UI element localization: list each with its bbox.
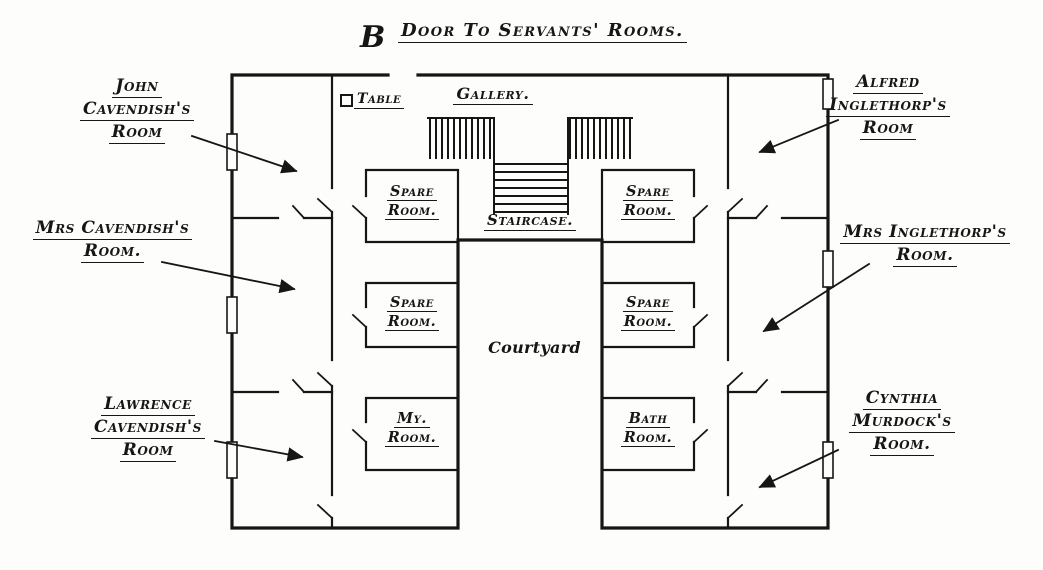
label-line: Door To Servants' Rooms. xyxy=(398,21,687,43)
window-icon xyxy=(226,296,238,334)
arrow-mrs-inglethorp-room xyxy=(762,262,871,333)
room-door-swing-marks xyxy=(351,204,709,444)
label-line: Alfred xyxy=(853,73,923,94)
label-bath-room: Bath Room. xyxy=(604,411,692,449)
label-line: Room. xyxy=(620,203,676,221)
arrow-mrs-cavendish-room xyxy=(160,260,296,294)
label-line: Room xyxy=(119,441,177,462)
label-mrs-inglethorp-room: Mrs Inglethorp's Room. xyxy=(827,223,1023,270)
table-square xyxy=(340,94,353,107)
label-line: Spare xyxy=(623,295,673,313)
window-icon xyxy=(822,441,834,479)
right-wing-room-boxes xyxy=(600,168,696,472)
label-line: Room. xyxy=(80,242,145,263)
corridor-walls xyxy=(330,73,730,530)
label-line: Table xyxy=(354,92,405,109)
building-outline xyxy=(230,73,830,530)
window-icon xyxy=(822,250,834,288)
label-line: Room xyxy=(108,123,166,144)
label-line: Room xyxy=(859,119,917,140)
label-line: Bath xyxy=(625,411,671,429)
staircase-steps xyxy=(493,117,569,215)
label-spare-room-left-2: Spare Room. xyxy=(368,295,456,333)
label-spare-room-left-1: Spare Room. xyxy=(368,184,456,222)
label-line: Room. xyxy=(384,430,440,448)
label-table: Table xyxy=(354,92,405,112)
label-courtyard: Courtyard xyxy=(482,338,587,361)
label-line: Room. xyxy=(384,203,440,221)
label-line: Courtyard xyxy=(488,338,581,357)
label-line: Cavendish's xyxy=(80,100,194,121)
label-line: Gallery. xyxy=(453,85,533,105)
label-arrows xyxy=(160,118,871,489)
label-line: Mrs Inglethorp's xyxy=(840,223,1010,244)
label-my-room: My. Room. xyxy=(368,411,456,449)
label-line: Room. xyxy=(870,435,934,456)
label-line: Cynthia xyxy=(862,389,942,410)
label-line: Lawrence xyxy=(101,395,195,416)
label-line: Mrs Cavendish's xyxy=(32,219,193,240)
label-spare-room-right-2: Spare Room. xyxy=(604,295,692,333)
partition-walls xyxy=(230,216,830,394)
label-staircase: Staircase. xyxy=(474,212,586,234)
door-marker-b: B xyxy=(360,20,386,55)
left-wing-room-boxes xyxy=(364,168,460,472)
window-icon xyxy=(226,133,238,171)
label-spare-room-right-1: Spare Room. xyxy=(604,184,692,222)
label-line: Room. xyxy=(384,314,440,332)
gallery-railing-hatch xyxy=(427,117,633,159)
window-marks xyxy=(226,78,834,479)
label-line: Inglethorp's xyxy=(826,96,950,117)
label-line: Room. xyxy=(893,246,957,267)
window-icon xyxy=(822,78,834,110)
label-lawrence-cavendish-room: Lawrence Cavendish's Room xyxy=(63,395,233,465)
arrow-lawrence-room xyxy=(213,439,304,462)
label-line: Cavendish's xyxy=(91,418,205,439)
label-cynthia-murdock-room: Cynthia Murdock's Room. xyxy=(824,389,980,459)
label-alfred-inglethorp-room: Alfred Inglethorp's Room xyxy=(810,73,966,143)
label-john-cavendish-room: John Cavendish's Room xyxy=(57,77,217,147)
label-line: Spare xyxy=(387,295,437,313)
arrow-cynthia-room xyxy=(758,448,840,489)
label-line: Murdock's xyxy=(849,412,955,433)
label-line: Spare xyxy=(623,184,673,202)
window-icon xyxy=(226,441,238,479)
label-gallery: Gallery. xyxy=(438,85,548,108)
label-mrs-cavendish-room: Mrs Cavendish's Room. xyxy=(20,219,205,266)
arrow-john-room xyxy=(190,134,298,174)
label-line: John xyxy=(112,77,162,98)
label-line: Spare xyxy=(387,184,437,202)
label-line: My. xyxy=(393,411,431,429)
label-line: Staircase. xyxy=(483,212,577,231)
label-line: Room. xyxy=(620,430,676,448)
label-door-to-servants-rooms: Door To Servants' Rooms. xyxy=(398,21,687,46)
arrow-alfred-room xyxy=(758,118,840,154)
door-swing-marks xyxy=(291,197,769,520)
label-line: Room. xyxy=(620,314,676,332)
